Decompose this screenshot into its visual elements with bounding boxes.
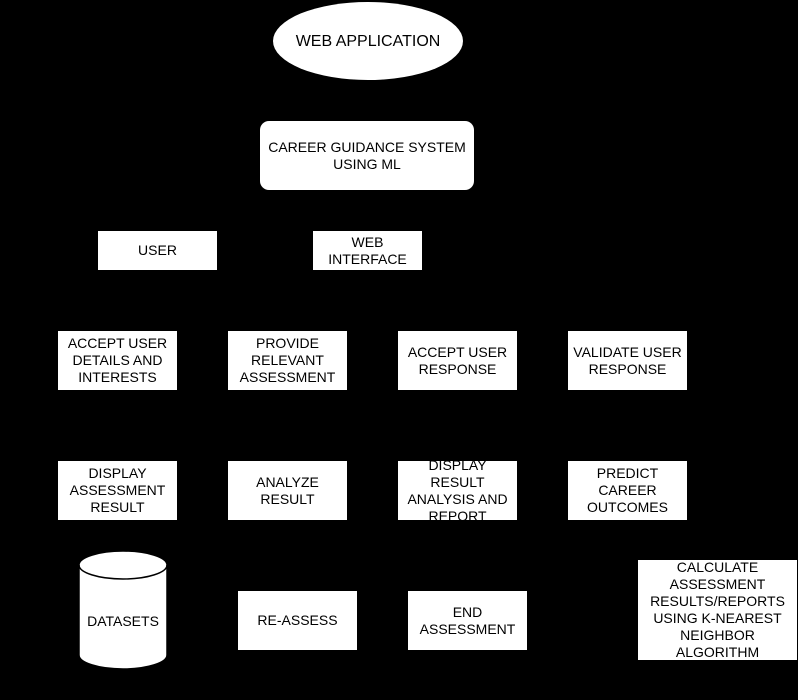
display-result-analysis-node: DISPLAY RESULT ANALYSIS AND REPORT xyxy=(398,457,517,524)
accept-user-details-node: ACCEPT USER DETAILS AND INTERESTS xyxy=(58,331,177,390)
web-interface-node: WEB INTERFACE xyxy=(313,231,422,270)
database-cylinder-icon xyxy=(78,550,168,670)
provide-assessment-node: PROVIDE RELEVANT ASSESSMENT xyxy=(228,331,347,390)
web-application-node: WEB APPLICATION xyxy=(273,2,463,80)
accept-user-response-node: ACCEPT USER RESPONSE xyxy=(398,331,517,390)
calculate-assessment-results-node: CALCULATE ASSESSMENT RESULTS/REPORTS USI… xyxy=(638,559,797,660)
display-assessment-result-node: DISPLAY ASSESSMENT RESULT xyxy=(58,461,177,520)
validate-user-response-node: VALIDATE USER RESPONSE xyxy=(568,331,687,390)
predict-career-outcomes-node: PREDICT CAREER OUTCOMES xyxy=(568,461,687,520)
user-node: USER xyxy=(98,231,217,270)
career-guidance-system-node: CAREER GUIDANCE SYSTEM USING ML xyxy=(260,121,474,190)
datasets-node: DATASETS xyxy=(78,550,168,670)
datasets-label: DATASETS xyxy=(87,613,159,629)
analyze-result-node: ANALYZE RESULT xyxy=(228,461,347,520)
end-assessment-node: END ASSESSMENT xyxy=(408,591,527,650)
re-assess-node: RE-ASSESS xyxy=(238,591,357,650)
